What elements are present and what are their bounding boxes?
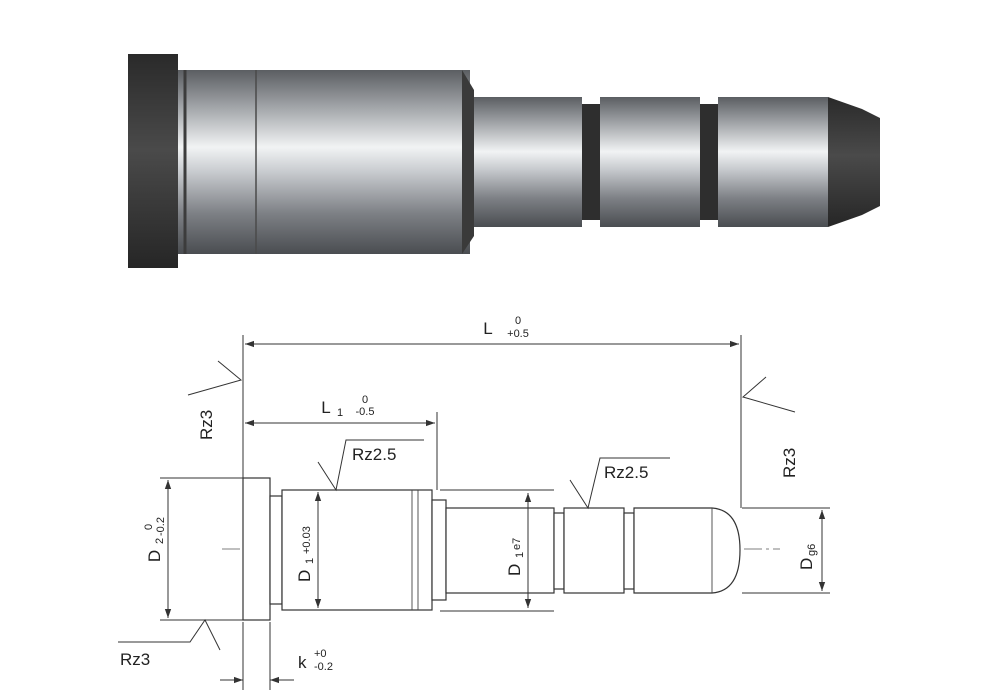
- label-pin-diameter: D: [505, 564, 524, 576]
- tol-body-diameter: +0.03: [301, 526, 313, 554]
- photo-pin-seg2: [600, 97, 700, 227]
- tol-head-length-upper: 0: [362, 394, 368, 406]
- roughness-symbol-head-bottom: [118, 619, 221, 651]
- roughness-left-end: Rz3: [197, 410, 216, 440]
- tol-overall-length-lower: +0.5: [507, 328, 529, 340]
- roughness-head-bottom: Rz3: [120, 650, 150, 669]
- tol-pin-diameter: e7: [511, 538, 523, 550]
- label-body-diameter: D: [295, 570, 314, 582]
- tol-head-diameter-lower: -0.2: [155, 517, 167, 536]
- label-pin-diameter-index: 1: [514, 552, 526, 558]
- drawing-pin-tip: [633, 507, 741, 594]
- guide-pin-photo: [128, 54, 880, 268]
- roughness-pin: Rz2.5: [604, 463, 648, 482]
- label-head-length-index: 1: [337, 407, 343, 419]
- roughness-body: Rz2.5: [352, 445, 396, 464]
- drawing-neck: [269, 495, 283, 605]
- roughness-symbol-pin: [569, 457, 670, 510]
- tol-overall-length-upper: 0: [515, 315, 521, 327]
- drawing-groove2: [623, 512, 635, 590]
- roughness-symbol-left-end: [187, 360, 243, 396]
- technical-drawing: L 0 +0.5 L 1 0 -0.5 D 2 0 -0.2 D 1 +0.03: [118, 315, 830, 690]
- photo-tip: [828, 97, 880, 227]
- tol-flange-thickness-lower: -0.2: [314, 661, 333, 673]
- drawing-step: [431, 499, 447, 601]
- drawing-groove1: [553, 512, 565, 590]
- drawing-pin-seg1: [445, 507, 555, 594]
- drawing-body: [281, 489, 433, 611]
- photo-shoulder: [462, 70, 474, 254]
- photo-groove1: [582, 104, 600, 220]
- photo-pin-seg3: [718, 97, 828, 227]
- roughness-right-end: Rz3: [780, 448, 799, 478]
- drawing-head-flange: [242, 477, 271, 621]
- label-body-diameter-index: 1: [304, 558, 316, 564]
- photo-groove2: [700, 104, 718, 220]
- label-head-diameter: D: [145, 550, 164, 562]
- roughness-symbol-body: [317, 439, 424, 492]
- photo-pin-seg1: [474, 97, 582, 227]
- roughness-symbol-right-end: [741, 376, 796, 413]
- drawing-pin-seg2: [563, 507, 625, 594]
- tol-head-length-lower: -0.5: [356, 406, 375, 418]
- tol-tip-diameter: g6: [806, 544, 818, 556]
- label-overall-length: L: [483, 319, 492, 338]
- photo-head-flange: [128, 54, 178, 268]
- tol-head-diameter-upper: 0: [143, 524, 155, 530]
- label-flange-thickness: k: [298, 653, 307, 672]
- tol-flange-thickness-upper: +0: [314, 648, 327, 660]
- label-head-diameter-index: 2: [154, 538, 166, 544]
- photo-body: [178, 70, 470, 254]
- label-tip-diameter: D: [797, 558, 816, 570]
- label-head-length: L: [321, 398, 330, 417]
